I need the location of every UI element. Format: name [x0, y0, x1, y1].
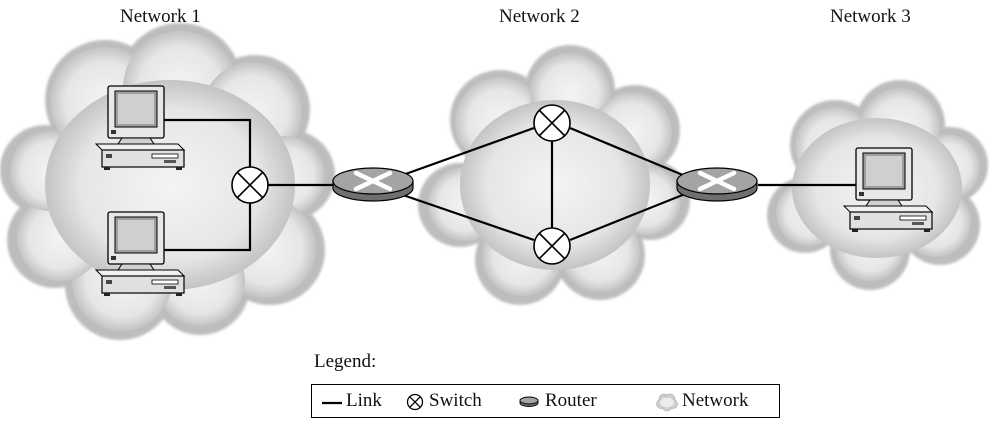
router-icon [333, 168, 413, 201]
switch-icon [533, 227, 571, 265]
cloud-icon [656, 393, 678, 412]
legend-item-network: Network [682, 390, 749, 411]
link-icon [322, 401, 342, 405]
switch-icon [533, 104, 571, 142]
switch-icon [406, 393, 424, 411]
switch-icon [231, 166, 269, 204]
network-2-cloud [418, 45, 690, 305]
legend: Link Switch Router Network [311, 384, 780, 418]
legend-item-router: Router [545, 390, 597, 411]
link-router-1-switch-bottom [399, 192, 535, 242]
router-icon [677, 168, 757, 201]
legend-item-link: Link [346, 390, 382, 411]
link-router-1-switch-top [399, 126, 535, 178]
network-3-label: Network 3 [830, 6, 911, 27]
network-2-label: Network 2 [499, 6, 580, 27]
link-switch-top-router-2 [569, 126, 691, 180]
links [160, 118, 858, 252]
legend-item-switch: Switch [429, 390, 482, 411]
link-computer-2-switch [160, 202, 252, 252]
network-1-label: Network 1 [120, 6, 201, 27]
router-icon [519, 396, 539, 407]
link-computer-1-switch [160, 118, 252, 168]
legend-title: Legend: [314, 351, 377, 372]
link-switch-bottom-router-2 [569, 190, 691, 242]
